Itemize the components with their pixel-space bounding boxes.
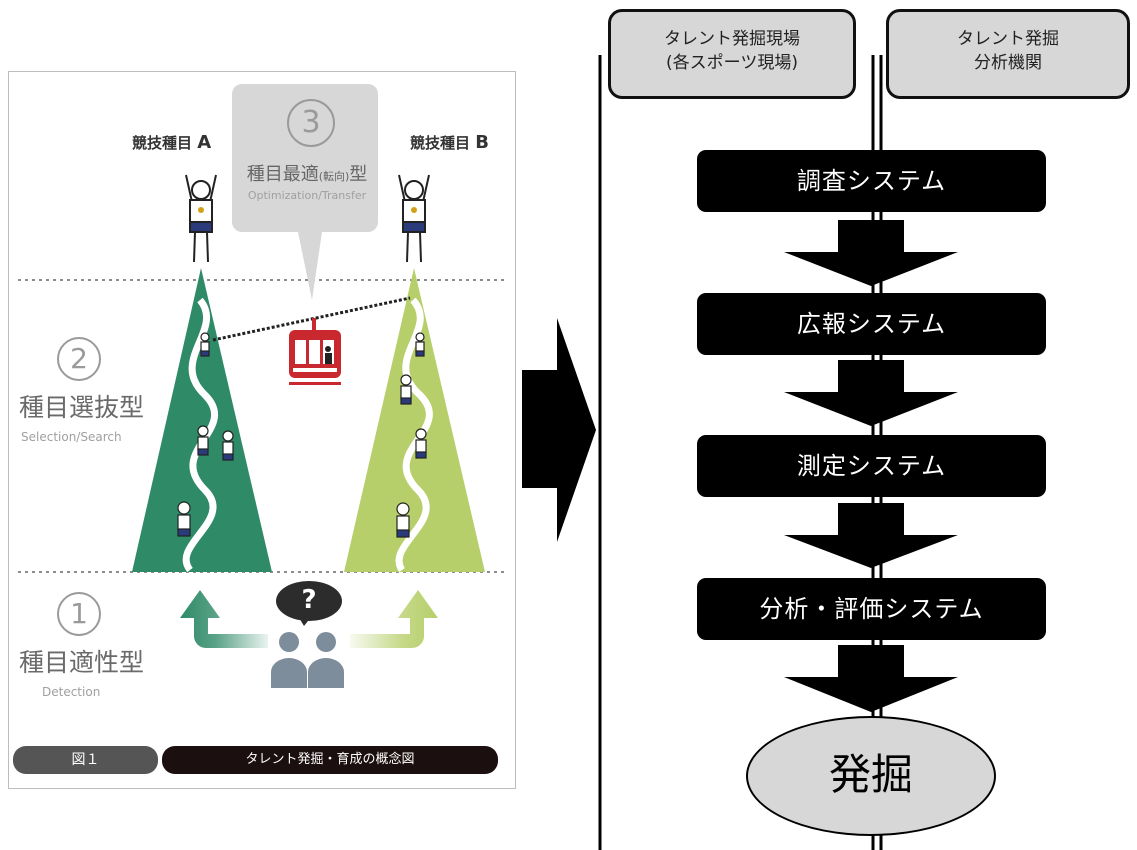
stage3-title: 種目最適(転向)型 (246, 164, 368, 185)
flow-arrow-4 (784, 645, 958, 712)
step-pr-system: 広報システム (697, 293, 1046, 355)
gondola-icon (289, 318, 341, 385)
lane2-line2: 分析機関 (974, 53, 1042, 73)
stage3-subtitle: Optimization/Transfer (247, 189, 367, 202)
event-b-label: 競技種目 B (410, 132, 489, 153)
event-a-label: 競技種目 A (132, 132, 212, 153)
figure-number: 図１ (71, 752, 100, 768)
question-mark: ? (301, 585, 317, 615)
lane2-line1: タレント発掘 (957, 29, 1059, 49)
athlete-b-icon (398, 174, 430, 263)
step-analysis-evaluation-system: 分析・評価システム (697, 578, 1046, 640)
lane-header-talent-field: タレント発掘現場 (各スポーツ現場) (608, 9, 856, 99)
athlete-a-icon (185, 174, 217, 263)
arrow-to-mountain-a (180, 590, 268, 648)
stage3-number: 3 (287, 99, 335, 147)
runner-icons (177, 332, 427, 538)
gondola-cable (212, 296, 411, 342)
stage3-speech-bubble (232, 84, 378, 300)
step-measurement-system: 測定システム (697, 435, 1046, 497)
figure-caption-pill-bg (162, 746, 498, 774)
arrow-to-mountain-b (350, 590, 438, 648)
flow-arrow-1 (784, 220, 958, 286)
stage1-title: 種目適性型 (19, 648, 145, 677)
lane-header-analysis-org: タレント発掘 分析機関 (886, 9, 1130, 99)
stage1-subtitle: Detection (42, 685, 101, 699)
mountain-b (344, 268, 485, 572)
stage1-number: 1 (57, 592, 101, 636)
flow-arrows (784, 220, 958, 712)
flow-arrow-3 (784, 503, 958, 568)
figure-graphics (13, 84, 596, 774)
stage2-subtitle: Selection/Search (21, 430, 122, 444)
figure-number-pill-bg (13, 746, 158, 774)
question-bubble-icon (276, 581, 342, 626)
stage2-title: 種目選抜型 (19, 393, 145, 422)
lane1-line1: タレント発掘現場 (664, 29, 800, 49)
flow-arrow-2 (784, 360, 958, 426)
result-discovery: 発掘 (746, 716, 996, 836)
stage2-number: 2 (57, 337, 101, 381)
transition-arrow (522, 318, 596, 542)
mountain-a (132, 268, 272, 572)
step-survey-system: 調査システム (697, 150, 1046, 212)
figure-caption: タレント発掘・育成の概念図 (245, 752, 415, 767)
lane1-line2: (各スポーツ現場) (666, 53, 798, 73)
people-icon (271, 632, 344, 688)
